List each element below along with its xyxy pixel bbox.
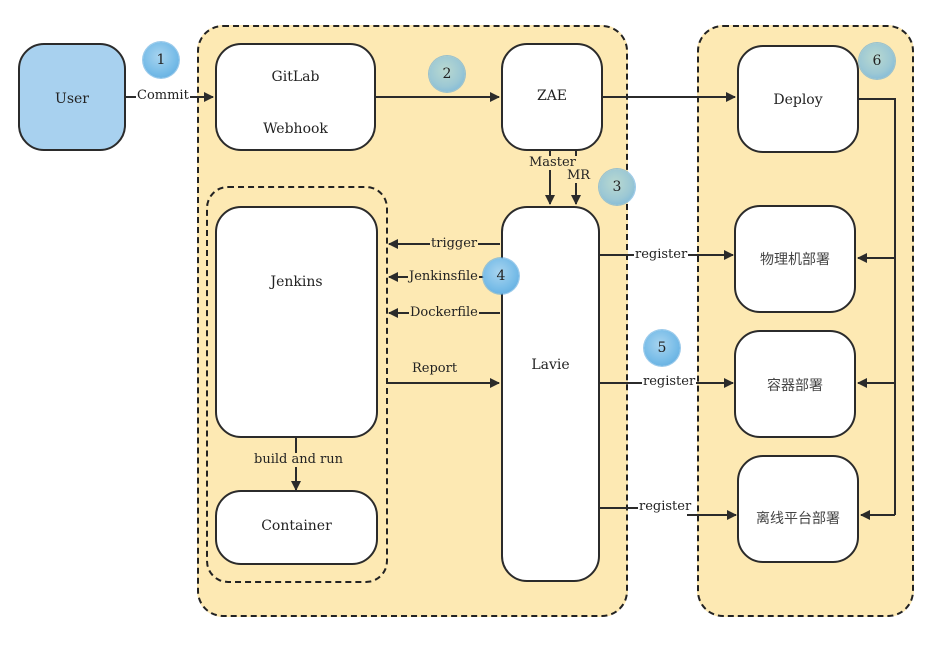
container-deploy-node[interactable]: 容器部署 [734, 330, 856, 438]
lavie-label: Lavie [531, 357, 570, 373]
physical-deploy-label: 物理机部署 [760, 252, 830, 268]
webhook-label: Webhook [263, 121, 328, 137]
jenkins-label: Jenkins [270, 274, 323, 290]
step-badge-2: 2 [429, 56, 465, 92]
lavie-node[interactable]: Lavie [501, 206, 600, 582]
register-label-2: register [642, 374, 697, 389]
jenkins-group [206, 186, 388, 583]
step-badge-6: 6 [859, 43, 895, 79]
user-label: User [55, 91, 89, 107]
trigger-label: trigger [430, 236, 479, 251]
offline-deploy-label: 离线平台部署 [756, 511, 840, 527]
zae-label: ZAE [536, 88, 568, 104]
deploy-node[interactable]: Deploy [737, 45, 859, 153]
gitlab-label: GitLab [271, 69, 320, 85]
jenkinsfile-label: Jenkinsfile [408, 269, 479, 284]
step-badge-4: 4 [483, 258, 519, 294]
gitlab-webhook-node[interactable]: GitLab Webhook [215, 43, 376, 151]
edge-deploy-bus [858, 98, 896, 515]
deploy-label: Deploy [773, 92, 823, 108]
step-badge-5: 5 [644, 330, 680, 366]
build-and-run-label: build and run [253, 452, 345, 467]
step-badge-3: 3 [599, 169, 635, 205]
container-deploy-label: 容器部署 [767, 378, 823, 394]
commit-label: Commit [136, 88, 190, 103]
container-node[interactable]: Container [215, 490, 378, 565]
register-label-1: register [634, 247, 689, 262]
zae-node[interactable]: ZAE [501, 43, 603, 151]
dockerfile-label: Dockerfile [409, 305, 479, 320]
jenkins-node[interactable]: Jenkins [215, 206, 378, 438]
mr-label: MR [566, 168, 592, 183]
master-label: Master [528, 155, 577, 170]
offline-deploy-node[interactable]: 离线平台部署 [737, 455, 859, 563]
report-label: Report [412, 361, 458, 376]
step-badge-1: 1 [143, 42, 179, 78]
physical-deploy-node[interactable]: 物理机部署 [734, 205, 856, 313]
register-label-3: register [638, 499, 693, 514]
user-node[interactable]: User [18, 43, 126, 151]
container-label: Container [261, 518, 332, 534]
